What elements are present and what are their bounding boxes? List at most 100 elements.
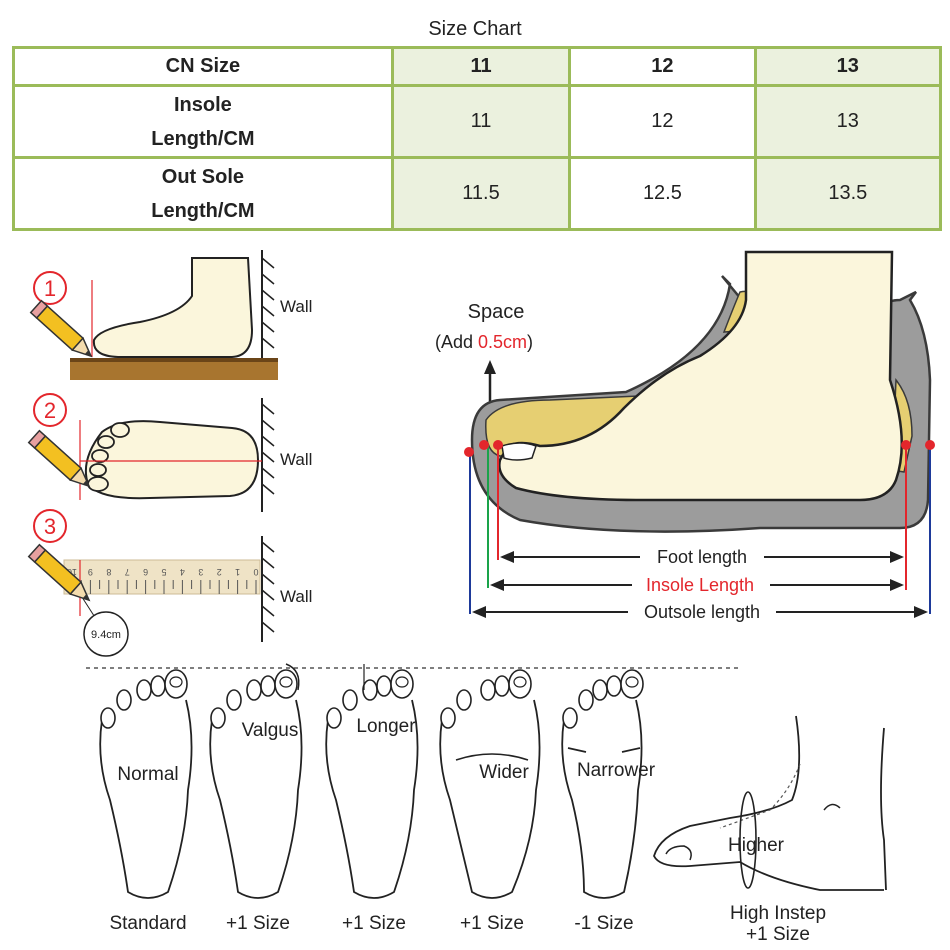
- toe-icon: [578, 689, 594, 711]
- table-cell: 11: [390, 84, 572, 159]
- wall-hatch: [261, 541, 275, 633]
- ruler-number: 9: [88, 567, 93, 577]
- toe-icon: [342, 689, 358, 711]
- ruler-number: 3: [198, 567, 203, 577]
- foot-in-shoe-icon: [498, 250, 903, 502]
- high-instep: Higher High Instep +1 Size: [653, 715, 887, 945]
- toe-icon: [246, 679, 262, 701]
- foot-type-size: +1 Size: [460, 913, 524, 934]
- foot-type-name: Wider: [479, 762, 529, 783]
- shoe-diagram: Space (Add 0.5cm) Foot length: [435, 250, 935, 622]
- step-number-circle: [33, 393, 67, 427]
- header-size-11: 11: [390, 46, 572, 87]
- foot-outline-icon: [561, 699, 643, 899]
- foot-type-name: Normal: [117, 764, 178, 785]
- valgus-arrow-icon: [285, 663, 300, 691]
- table-cell: 13.5: [753, 156, 943, 231]
- toe-icon: [326, 707, 342, 729]
- ruler-number: 7: [125, 567, 130, 577]
- size-table: CN Size 11 12 13 Insole Length/CM 11 12 …: [12, 46, 943, 231]
- toe-icon: [116, 689, 132, 711]
- floor-board: [70, 358, 278, 380]
- toe-icon: [390, 669, 414, 699]
- insole-length-label: Insole Length: [646, 575, 754, 595]
- table-cell: 12.5: [568, 156, 757, 231]
- ruler-number: 6: [143, 567, 148, 577]
- toe-icon: [480, 679, 496, 701]
- step-number: 2: [44, 398, 56, 423]
- foot-type-longer: Longer +1 Size: [325, 664, 419, 934]
- row-label-outsole: Out Sole Length/CM: [12, 156, 394, 231]
- foot-length-label: Foot length: [657, 547, 747, 567]
- toe-icon: [606, 675, 622, 697]
- measurement-value: 9.4cm: [91, 629, 121, 641]
- toe-icon: [440, 707, 456, 729]
- row-label-line: Length/CM: [151, 127, 255, 150]
- toe-icon: [210, 707, 226, 729]
- step-number: 1: [44, 276, 56, 301]
- toe-icon: [362, 679, 378, 701]
- table-cell: 11.5: [390, 156, 572, 231]
- toe-icon: [164, 669, 188, 699]
- row-label-insole: Insole Length/CM: [12, 84, 394, 159]
- toe-icon: [274, 669, 298, 699]
- table-cell: 12: [568, 84, 757, 159]
- ruler-number: 5: [161, 567, 166, 577]
- toe-icon: [508, 669, 532, 699]
- table-cell: 13: [753, 84, 943, 159]
- row-label-line: Length/CM: [151, 199, 255, 222]
- instep-foot-icon: [653, 715, 884, 891]
- add-label: (Add 0.5cm): [435, 332, 533, 352]
- foot-outline-icon: [325, 699, 419, 899]
- pencil-icon: [27, 429, 91, 488]
- ruler-number: 4: [180, 567, 185, 577]
- step-number-circle: [33, 509, 67, 543]
- toe-icon: [456, 689, 472, 711]
- ruler-number: 2: [217, 567, 222, 577]
- outsole-length-label: Outsole length: [644, 602, 760, 622]
- ruler-number: 10: [67, 567, 77, 577]
- header-cn-size: CN Size: [12, 46, 394, 87]
- wider-arrow-icon: [455, 753, 529, 761]
- table-row: Insole Length/CM 11 12 13: [12, 84, 943, 159]
- foot-type-size: +1 Size: [226, 913, 290, 934]
- pencil-icon: [29, 299, 93, 358]
- wall-hatch: [261, 257, 275, 349]
- foot-length-arrow: Foot length: [500, 547, 904, 567]
- outsole-length-arrow: Outsole length: [472, 602, 928, 622]
- table-header-row: CN Size 11 12 13: [12, 46, 943, 87]
- measure-step-1: 1 Wall: [29, 250, 312, 380]
- foot-type-name: Narrower: [577, 760, 656, 781]
- wall-label: Wall: [280, 450, 312, 469]
- foot-type-size: +1 Size: [342, 913, 406, 934]
- chart-title: Size Chart: [428, 18, 522, 40]
- instep-size-line1: High Instep: [730, 903, 826, 924]
- header-size-12: 12: [568, 46, 757, 87]
- row-label-line: Out Sole: [161, 165, 245, 188]
- toe-icon: [562, 707, 578, 729]
- instep-label: Higher: [728, 835, 785, 856]
- foot-type-name: Valgus: [242, 720, 299, 741]
- narrower-arrow-icon: [567, 747, 641, 753]
- toe-icon: [226, 689, 242, 711]
- ruler: [63, 559, 261, 595]
- step-number-circle: [33, 271, 67, 305]
- toe-icon: [494, 675, 510, 697]
- ruler-number: 8: [106, 567, 111, 577]
- insole-length-arrow: Insole Length: [490, 575, 904, 595]
- foot-type-name: Longer: [356, 716, 416, 737]
- instep-size-line2: +1 Size: [746, 924, 810, 945]
- toe-icon: [136, 679, 152, 701]
- ruler-number: 0: [253, 567, 258, 577]
- wall-label: Wall: [280, 297, 312, 316]
- measurement-bubble: [83, 611, 129, 657]
- foot-outline-icon: [209, 699, 303, 899]
- foot-side-icon: [92, 257, 254, 358]
- space-label: Space: [468, 301, 525, 323]
- table-row: Out Sole Length/CM 11.5 12.5 13.5: [12, 156, 943, 231]
- pencil-icon: [27, 543, 91, 602]
